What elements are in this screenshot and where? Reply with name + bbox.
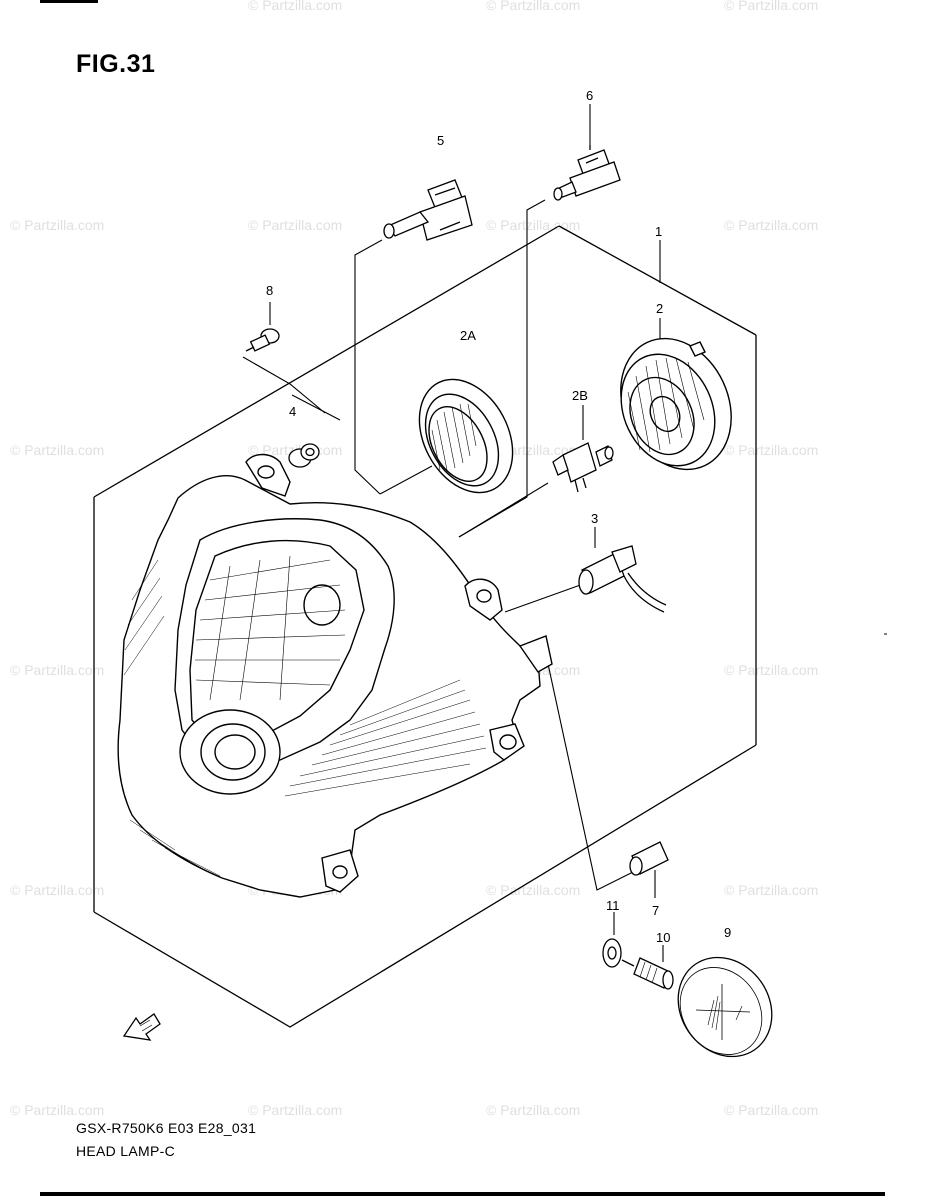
- watermark-text: © Partzilla.com: [486, 0, 580, 13]
- watermark-text: © Partzilla.com: [724, 662, 818, 678]
- watermark-text: © Partzilla.com: [486, 1102, 580, 1118]
- callout-labels: 1 2 2A 2B 3 4 5 6 7 8 9 10 11: [266, 88, 731, 945]
- watermark-text: © Partzilla.com: [10, 217, 104, 233]
- callout-5: 5: [437, 133, 444, 148]
- watermark-text: © Partzilla.com: [486, 217, 580, 233]
- watermark-text: © Partzilla.com: [10, 882, 104, 898]
- callout-2a: 2A: [460, 328, 476, 343]
- callout-7: 7: [652, 903, 659, 918]
- watermark-text: © Partzilla.com: [724, 442, 818, 458]
- part-3-position-lamp-socket: [578, 545, 667, 613]
- watermark-text: © Partzilla.com: [10, 442, 104, 458]
- part-8-screw: [245, 328, 280, 352]
- watermark-text: © Partzilla.com: [10, 662, 104, 678]
- top-edge-mark: [40, 0, 98, 3]
- callout-2b: 2B: [572, 388, 588, 403]
- model-code-caption: GSX-R750K6 E03 E28_031: [76, 1120, 257, 1136]
- part-2b-bulb-socket: [552, 442, 614, 493]
- part-4-grommet: [288, 443, 320, 468]
- watermark-text: © Partzilla.com: [724, 0, 818, 13]
- front-direction-arrow-icon: [122, 1013, 161, 1041]
- assembly-outline: [93, 225, 757, 1028]
- callout-3: 3: [591, 511, 598, 526]
- part-10-adjuster-bolt: [621, 957, 674, 990]
- leader-lines: [242, 104, 664, 962]
- part-2a-rubber-cap: [418, 378, 514, 494]
- watermark-text: © Partzilla.com: [248, 1102, 342, 1118]
- bottom-rule: [40, 1192, 885, 1196]
- watermark-text: © Partzilla.com: [724, 882, 818, 898]
- callout-6: 6: [586, 88, 593, 103]
- part-5-headlight-bulb: [383, 179, 473, 241]
- callout-2: 2: [656, 301, 663, 316]
- callout-1: 1: [655, 224, 662, 239]
- callout-4: 4: [289, 404, 296, 419]
- callout-11: 11: [606, 898, 620, 913]
- watermark-text: © Partzilla.com: [724, 1102, 818, 1118]
- part-2-rubber-seal: [620, 337, 732, 471]
- callout-9: 9: [724, 925, 731, 940]
- part-9-cap: [677, 956, 773, 1058]
- part-11-washer: [602, 938, 622, 968]
- watermark-text: © Partzilla.com: [724, 217, 818, 233]
- watermark-text: © Partzilla.com: [486, 882, 580, 898]
- figure-title: FIG.31: [76, 50, 156, 78]
- part-7-position-bulb: [629, 841, 669, 876]
- section-name-caption: HEAD LAMP-C: [76, 1143, 175, 1159]
- watermark-text: © Partzilla.com: [248, 0, 342, 13]
- part-6-headlight-bulb: [553, 145, 621, 201]
- watermark-text: © Partzilla.com: [248, 217, 342, 233]
- headlamp-housing: [117, 453, 553, 898]
- callout-10: 10: [656, 930, 670, 945]
- watermark-text: © Partzilla.com: [10, 1102, 104, 1118]
- callout-8: 8: [266, 283, 273, 298]
